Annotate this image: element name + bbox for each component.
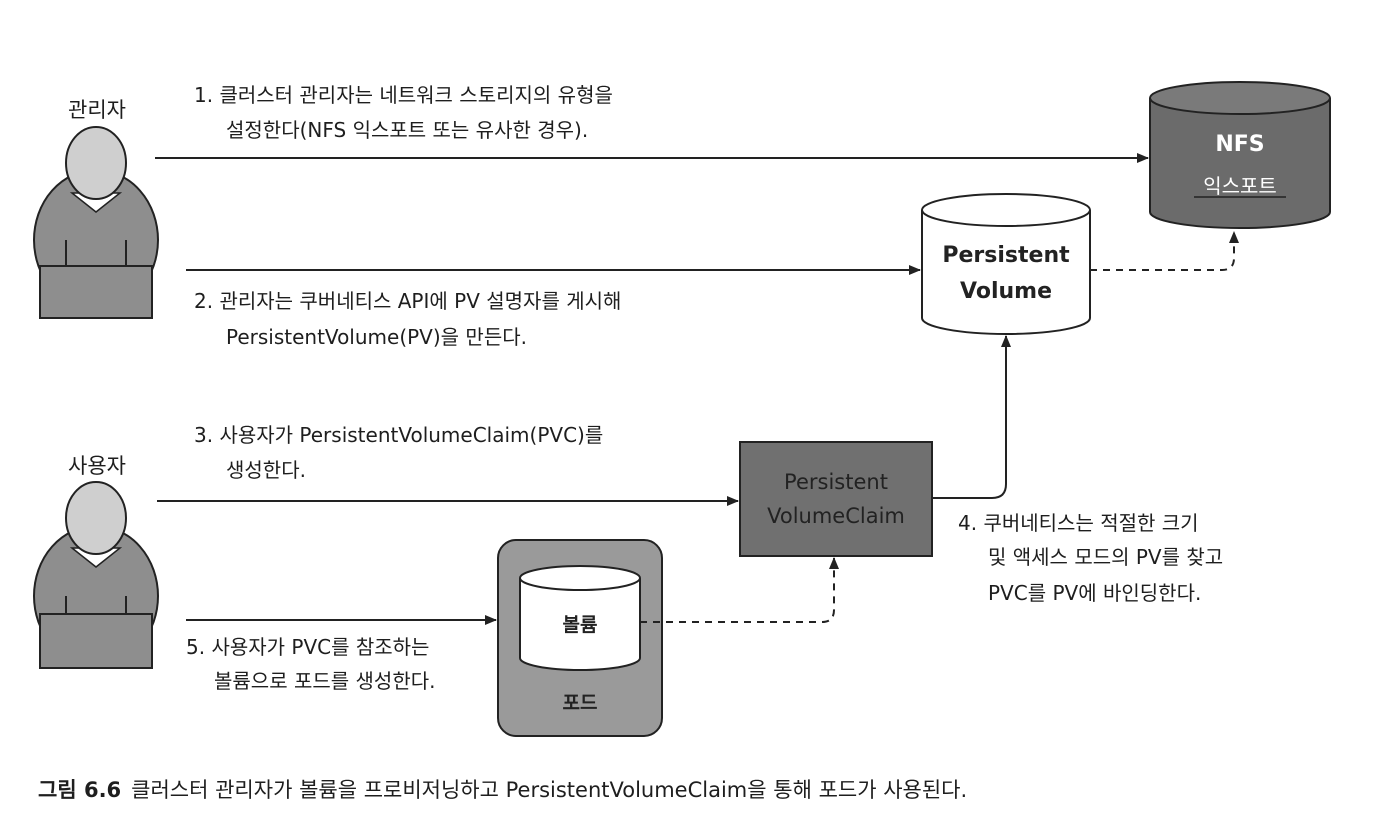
admin-person-icon <box>33 126 159 319</box>
user-person-icon <box>33 481 159 669</box>
pvc-label-line1: Persistent <box>784 470 888 494</box>
figure-caption-text: 클러스터 관리자가 볼륨을 프로비저닝하고 PersistentVolumeCl… <box>131 778 968 802</box>
nfs-export-label: 익스포트 <box>1203 174 1277 198</box>
dashed-pv-to-nfs <box>1090 231 1239 271</box>
step1-line2: 설정한다(NFS 익스포트 또는 유사한 경우). <box>226 118 589 142</box>
nfs-export-cylinder <box>1149 81 1331 229</box>
step2-line2: PersistentVolume(PV)을 만든다. <box>226 325 527 349</box>
persistent-volume-cylinder <box>921 193 1091 335</box>
step1-line1: 1. 클러스터 관리자는 네트워크 스토리지의 유형을 <box>194 83 613 107</box>
step3-line1: 3. 사용자가 PersistentVolumeClaim(PVC)를 <box>194 423 604 447</box>
step5-line2: 볼륨으로 포드를 생성한다. <box>214 669 436 693</box>
step4-line2: 및 액세스 모드의 PV를 찾고 <box>988 545 1224 569</box>
dashed-volume-to-pvc <box>640 557 839 623</box>
arrow-pvc-to-pv <box>932 335 1011 499</box>
step2-line1: 2. 관리자는 쿠버네티스 API에 PV 설명자를 게시해 <box>194 289 622 313</box>
volume-cylinder <box>519 565 641 671</box>
pv-label-line2: Volume <box>960 279 1052 304</box>
step4-line3: PVC를 PV에 바인딩한다. <box>988 581 1202 605</box>
step4-line1: 4. 쿠버네티스는 적절한 크기 <box>958 511 1199 535</box>
nfs-label: NFS <box>1215 132 1265 157</box>
admin-label: 관리자 <box>68 98 126 122</box>
pvc-label-line2: VolumeClaim <box>767 504 905 528</box>
step5-line1: 5. 사용자가 PVC를 참조하는 <box>186 635 430 659</box>
pv-label-line1: Persistent <box>942 243 1070 268</box>
persistent-volume-claim-box <box>739 441 933 557</box>
figure-number: 그림 6.6 <box>38 778 122 802</box>
volume-label: 볼륨 <box>562 614 598 636</box>
step3-line2: 생성한다. <box>226 458 306 482</box>
figure-caption: 그림 6.6 클러스터 관리자가 볼륨을 프로비저닝하고 PersistentVo… <box>38 774 967 804</box>
pod-label: 포드 <box>562 692 598 714</box>
user-label: 사용자 <box>68 454 126 478</box>
